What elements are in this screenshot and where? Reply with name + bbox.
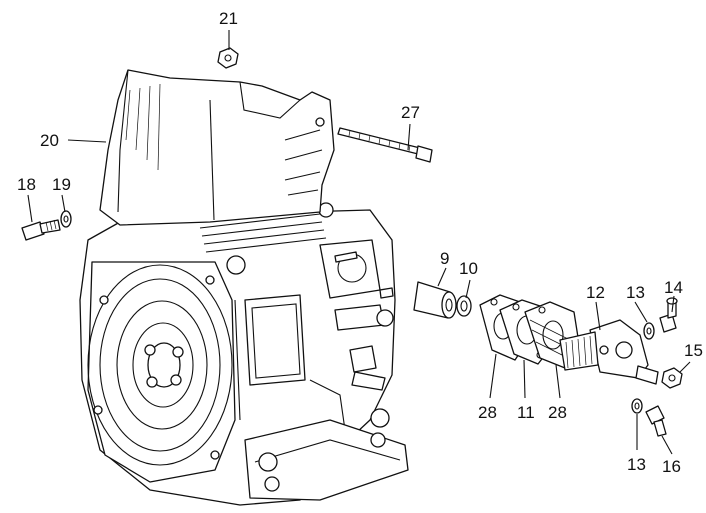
callout-21: 21 <box>219 9 238 28</box>
engine-crankcase <box>79 202 409 506</box>
callout-19: 19 <box>52 175 71 194</box>
union-16 <box>645 405 667 437</box>
screw-18 <box>21 219 61 241</box>
callout-9: 9 <box>440 249 449 268</box>
callout-20: 20 <box>40 131 59 150</box>
cooling-shroud <box>99 69 335 226</box>
callout-13-top: 13 <box>626 283 645 302</box>
washer-13-top <box>643 322 655 340</box>
leader-lines <box>27 30 691 455</box>
nut-21 <box>217 47 239 69</box>
long-screw-27 <box>337 127 433 163</box>
fuel-pump-12 <box>559 319 659 385</box>
washer-13-bottom <box>631 398 643 414</box>
callout-labels: 21 27 20 18 19 9 10 12 13 14 15 28 11 28… <box>17 9 703 476</box>
callout-28-front: 28 <box>478 403 497 422</box>
nut-15 <box>661 367 683 389</box>
callout-15: 15 <box>684 341 703 360</box>
o-ring-10 <box>456 295 472 317</box>
washer-19 <box>60 210 72 228</box>
callout-27: 27 <box>401 103 420 122</box>
callout-10: 10 <box>459 259 478 278</box>
callout-14: 14 <box>664 278 683 297</box>
callout-11: 11 <box>517 403 535 422</box>
union-14 <box>659 297 678 333</box>
callout-12: 12 <box>586 283 605 302</box>
callout-16: 16 <box>662 457 681 476</box>
callout-18: 18 <box>17 175 36 194</box>
callout-13-bottom: 13 <box>627 455 646 474</box>
sleeve-9 <box>413 281 457 319</box>
callout-28-rear: 28 <box>548 403 567 422</box>
